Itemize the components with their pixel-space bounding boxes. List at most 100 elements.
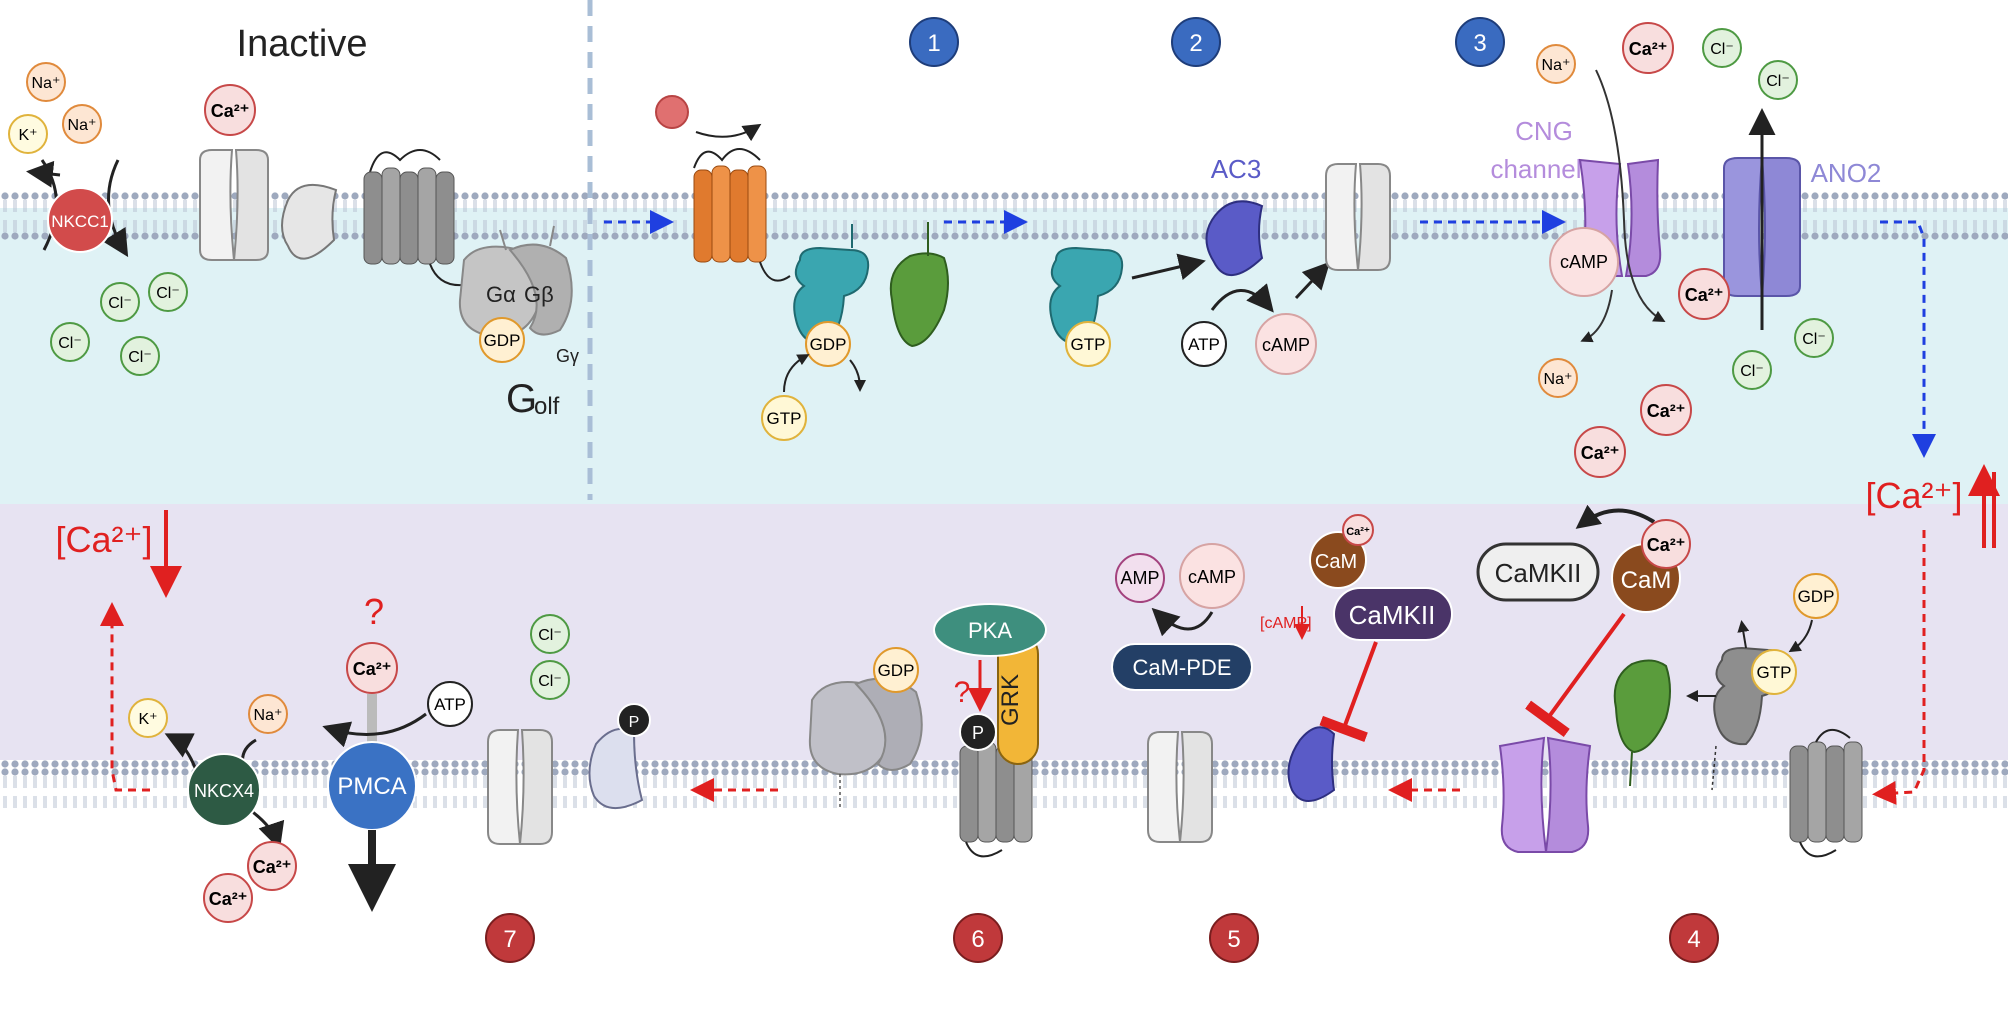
nckx4-exchanger: K⁺ Na⁺ NKCX4 Ca²⁺ Ca²⁺ [128, 694, 297, 923]
step-3-marker: 3 [1455, 17, 1505, 67]
step4-golf: GTP GDP [1686, 573, 1839, 791]
ca-ion-icon: Ca²⁺ [1574, 426, 1626, 478]
svg-text:Ca²⁺: Ca²⁺ [253, 857, 292, 877]
svg-text:Ca²⁺: Ca²⁺ [1629, 39, 1668, 59]
camp-fall-label: [cAMP] [1260, 615, 1312, 632]
svg-text:GDP: GDP [1798, 587, 1835, 606]
step5-ac3-inhibited [1287, 726, 1336, 802]
inactive-odorant-receptor [363, 149, 471, 286]
cl-ion-icon: Cl⁻ [120, 336, 160, 376]
step-markers-upper: 1 2 3 [909, 17, 1505, 67]
phospho-icon: P [617, 703, 651, 737]
pmca-pump: ? Ca²⁺ ATP PMCA [322, 591, 473, 912]
svg-text:Na⁺: Na⁺ [68, 117, 97, 134]
step5-camkii-complex: CaM Ca²⁺ CaMKII [1309, 514, 1453, 742]
pka-label: PKA [968, 618, 1012, 643]
ca-fall-label: [Ca²⁺] [55, 519, 152, 560]
pmca-label: PMCA [337, 773, 406, 800]
ca-ion-icon: Ca²⁺ [346, 642, 398, 694]
svg-text:Ca²⁺: Ca²⁺ [1647, 535, 1686, 555]
svg-text:Cl⁻: Cl⁻ [1766, 73, 1790, 90]
pka-complex: PKA ? [933, 603, 1047, 712]
svg-text:Ca²⁺: Ca²⁺ [1685, 285, 1724, 305]
camp-icon: cAMP [1179, 543, 1245, 609]
step7-cl-ions: Cl⁻ Cl⁻ [530, 614, 570, 700]
inactive-ions: Na⁺ Na⁺ K⁺ Ca²⁺ Cl⁻ Cl⁻ Cl⁻ Cl⁻ [8, 62, 256, 376]
svg-text:Ca²⁺: Ca²⁺ [1346, 526, 1370, 538]
gdp-icon: GDP [479, 317, 525, 363]
ca-rise-label: [Ca²⁺] [1865, 475, 1962, 516]
cam-pde-label: CaM-PDE [1132, 655, 1231, 680]
svg-text:cAMP: cAMP [1560, 252, 1608, 272]
svg-text:GTP: GTP [767, 409, 802, 428]
pka-question: ? [954, 676, 971, 709]
ca-ion-icon: Ca²⁺ [203, 873, 253, 923]
svg-text:Cl⁻: Cl⁻ [538, 627, 562, 644]
svg-text:5: 5 [1227, 926, 1240, 953]
svg-text:P: P [629, 714, 640, 731]
step-7-marker: 7 [485, 913, 535, 963]
cl-ion-icon: Cl⁻ [1758, 60, 1798, 100]
cl-ion-icon: Cl⁻ [530, 660, 570, 700]
step-markers-lower: 4 5 6 7 [485, 913, 1719, 963]
camkii-bound-label: CaMKII [1349, 600, 1436, 630]
ca-ion-icon: Ca²⁺ [1622, 22, 1674, 74]
gdp-icon: GDP [873, 647, 919, 693]
svg-text:3: 3 [1473, 30, 1486, 57]
ca-ion-icon: Ca²⁺ [204, 84, 256, 136]
svg-text:7: 7 [503, 926, 516, 953]
cam-pde-reaction: AMP cAMP CaM-PDE [cAMP] [1111, 543, 1312, 691]
svg-text:Ca²⁺: Ca²⁺ [1647, 401, 1686, 421]
activation-arrow [1131, 253, 1206, 280]
svg-text:Cl⁻: Cl⁻ [58, 335, 82, 352]
ca-ion-icon: Ca²⁺ [1678, 268, 1730, 320]
step4-gbetagamma [1613, 659, 1671, 787]
svg-text:6: 6 [971, 926, 984, 953]
gtp-icon: GTP [761, 395, 807, 441]
ca-ion-icon: Ca²⁺ [1342, 514, 1374, 546]
gdp-icon: GDP [1793, 573, 1839, 619]
k-ion-icon: K⁺ [128, 698, 168, 738]
step4-cam: CaM Ca²⁺ [1525, 519, 1691, 738]
svg-text:Na⁺: Na⁺ [1544, 371, 1573, 388]
flow-arrow-red [1872, 530, 1926, 805]
na-ion-icon: Na⁺ [1536, 44, 1576, 84]
golf-alpha-active: GDP GTP [761, 224, 870, 441]
camkii-free-label: CaMKII [1495, 558, 1582, 588]
g-beta-label: Gβ [524, 282, 554, 307]
svg-text:ATP: ATP [1188, 335, 1220, 354]
cng-label-line1: CNG [1515, 116, 1573, 146]
cl-ion-icon: Cl⁻ [530, 614, 570, 654]
step5-cng-closed [1147, 731, 1213, 843]
flow-arrow-red [100, 602, 150, 792]
cl-ion-icon: Cl⁻ [148, 272, 188, 312]
g-alpha-label: Gα [486, 282, 516, 307]
svg-text:Cl⁻: Cl⁻ [108, 295, 132, 312]
cng-channel-closed [1325, 163, 1391, 271]
golf-trimer: Gα Gβ Gγ GDP G olf [458, 225, 579, 421]
svg-text:K⁺: K⁺ [18, 127, 37, 144]
svg-text:Cl⁻: Cl⁻ [538, 673, 562, 690]
gtp-icon: GTP [1751, 649, 1797, 695]
active-odorant-receptor [693, 148, 791, 282]
camkii-free: CaMKII [1476, 504, 1656, 602]
k-ion-icon: K⁺ [8, 114, 48, 154]
gdp-icon: GDP [805, 321, 851, 367]
svg-text:Ca²⁺: Ca²⁺ [353, 659, 392, 679]
svg-text:AMP: AMP [1120, 568, 1159, 588]
cilium-lumen-band [0, 208, 2008, 504]
cl-ion-icon: Cl⁻ [1794, 318, 1834, 358]
ca-ion-icon: Ca²⁺ [247, 841, 297, 891]
closed-cng-channel [199, 149, 269, 261]
step-4-marker: 4 [1669, 913, 1719, 963]
cl-ion-icon: Cl⁻ [1702, 28, 1742, 68]
atp-to-camp: ATP cAMP [1181, 261, 1331, 375]
svg-text:cAMP: cAMP [1188, 567, 1236, 587]
svg-text:K⁺: K⁺ [138, 711, 157, 728]
svg-text:GTP: GTP [1757, 663, 1792, 682]
svg-text:Cl⁻: Cl⁻ [128, 349, 152, 366]
svg-text:Cl⁻: Cl⁻ [1740, 363, 1764, 380]
step7-cng-closed [487, 729, 553, 845]
ano2-channel [1723, 108, 1801, 330]
